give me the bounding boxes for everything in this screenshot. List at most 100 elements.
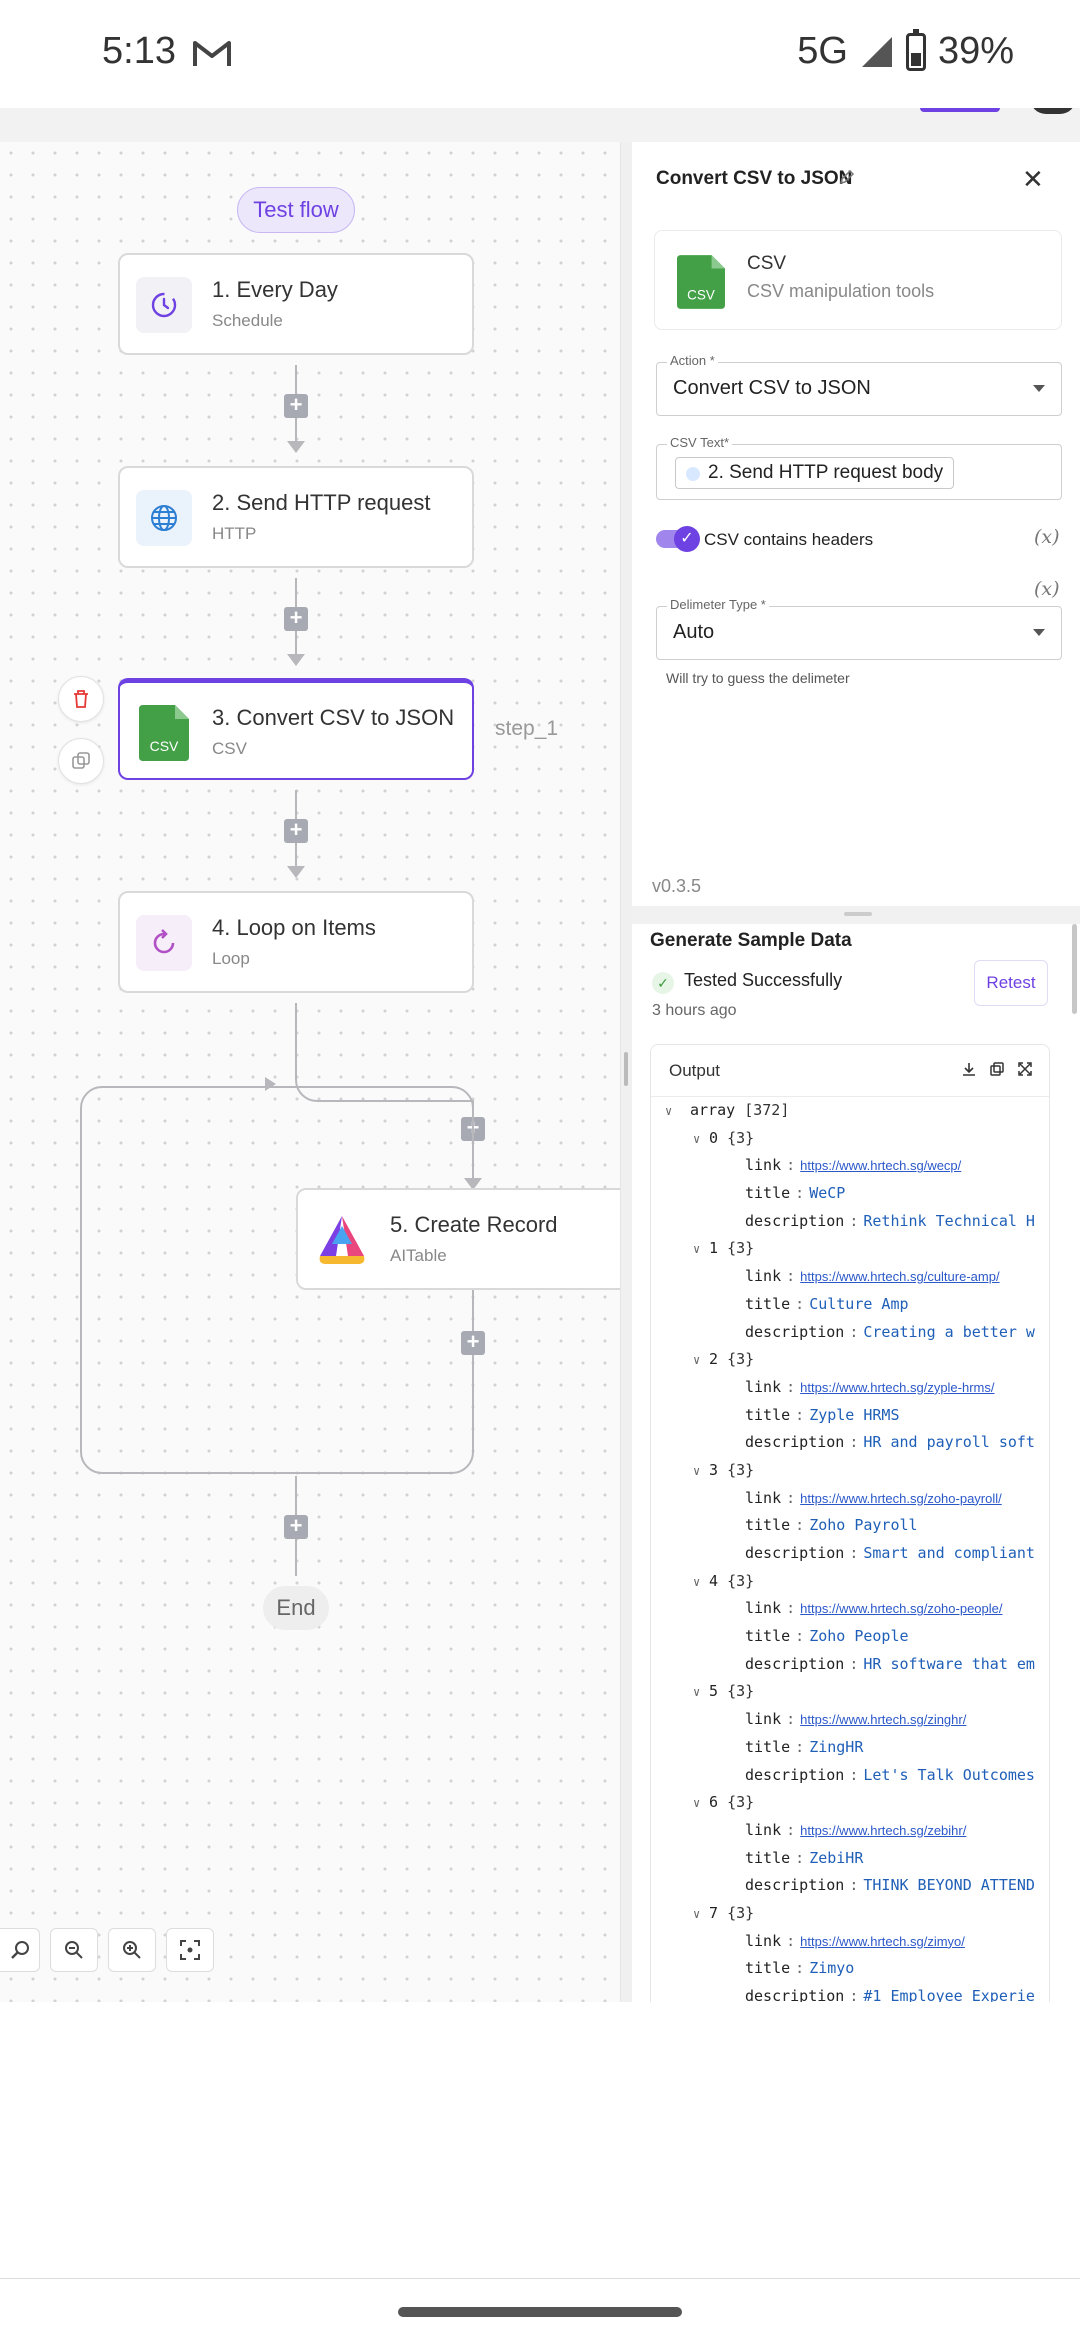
duplicate-step-button[interactable] [58,738,104,784]
flow-node-http[interactable]: 2. Send HTTP request HTTP [118,466,474,568]
tree-item[interactable]: ∨2 {3} [651,1346,1049,1374]
piece-name: CSV [747,253,787,274]
publish-button[interactable] [920,108,1000,112]
tree-colon: : [786,1710,796,1729]
tree-field-title: title:WeCP [651,1180,1049,1208]
tree-field-link[interactable]: link:https://www.hrtech.sg/zoho-payroll/ [651,1485,1049,1513]
delimiter-select[interactable]: Delimeter Type * Auto [656,597,1062,660]
data-reference-chip[interactable]: 2. Send HTTP request body [675,457,955,489]
tree-colon: : [849,1654,859,1673]
dynamic-value-toggle[interactable]: (x) [1034,526,1060,548]
panel-resize-handle[interactable] [632,906,1080,924]
add-step-button[interactable]: + [284,394,308,418]
duplicate-icon [72,752,90,769]
expand-icon[interactable] [1017,1061,1033,1077]
delete-step-button[interactable] [58,676,104,722]
tree-field-link[interactable]: link:https://www.hrtech.sg/zoho-people/ [651,1595,1049,1623]
tree-root[interactable]: ∨ array [372] [651,1097,1049,1125]
home-gesture-pill[interactable] [398,2307,682,2317]
node-title: 5. Create Record [390,1212,558,1237]
flow-node-loop[interactable]: 4. Loop on Items Loop [118,891,474,993]
copy-icon[interactable] [989,1061,1005,1077]
zoom-out-button[interactable] [50,1928,98,1972]
retest-button[interactable]: Retest [974,960,1048,1006]
tree-index: 5 [709,1682,719,1701]
action-select[interactable]: Action * Convert CSV to JSON [656,353,1062,416]
tree-field-link[interactable]: link:https://www.hrtech.sg/zinghr/ [651,1706,1049,1734]
node-title: 3. Convert CSV to JSON [212,705,455,730]
gesture-nav-bar [0,2278,1080,2340]
avatar[interactable] [1030,108,1076,114]
pencil-icon[interactable] [838,168,856,186]
tree-colon: : [849,1211,859,1230]
add-step-button[interactable]: + [284,819,308,843]
tree-key: title [745,1516,791,1535]
svg-text:CSV: CSV [150,738,179,754]
headers-toggle[interactable]: ✓ [656,526,700,552]
tree-item[interactable]: ∨1 {3} [651,1235,1049,1263]
add-step-button[interactable]: + [461,1331,485,1355]
tree-value[interactable]: https://www.hrtech.sg/wecp/ [800,1158,962,1174]
csv-text-input[interactable]: CSV Text* 2. Send HTTP request body [656,435,1062,500]
tree-value[interactable]: https://www.hrtech.sg/zimyo/ [800,1933,965,1949]
chevron-down-icon: ∨ [693,1685,701,1700]
sample-data-title: Generate Sample Data [650,930,852,951]
tree-value[interactable]: https://www.hrtech.sg/zoho-payroll/ [800,1490,1002,1506]
zoom-in-button[interactable] [108,1928,156,1972]
tree-colon: : [795,1184,805,1203]
add-step-button[interactable]: + [284,1515,308,1539]
tree-item[interactable]: ∨5 {3} [651,1678,1049,1706]
tree-field-link[interactable]: link:https://www.hrtech.sg/wecp/ [651,1152,1049,1180]
chevron-down-icon [1033,385,1045,392]
zoom-reset-button[interactable] [0,1928,40,1972]
tree-item[interactable]: ∨4 {3} [651,1568,1049,1596]
tree-field-link[interactable]: link:https://www.hrtech.sg/culture-amp/ [651,1263,1049,1291]
tree-value[interactable]: https://www.hrtech.sg/zinghr/ [800,1712,967,1728]
tree-item[interactable]: ∨3 {3} [651,1457,1049,1485]
tree-value[interactable]: https://www.hrtech.sg/zebihr/ [800,1822,967,1838]
output-viewer: Output ∨ array [372] ∨0 {3}link:https://… [650,1044,1050,2002]
tree-item[interactable]: ∨6 {3} [651,1789,1049,1817]
action-value: Convert CSV to JSON [673,377,871,399]
tree-value[interactable]: https://www.hrtech.sg/zoho-people/ [800,1601,1003,1617]
tree-value: Zoho People [809,1627,909,1646]
tree-item[interactable]: ∨0 {3} [651,1125,1049,1153]
tree-field-title: title:Zoho Payroll [651,1512,1049,1540]
flow-node-csv[interactable]: CSV 3. Convert CSV to JSON CSV [118,678,474,780]
tree-colon: : [786,1820,796,1839]
tree-field-link[interactable]: link:https://www.hrtech.sg/zyple-hrms/ [651,1374,1049,1402]
tree-key: description [745,1654,845,1673]
close-icon[interactable]: ✕ [1022,164,1044,194]
csv-file-icon: CSV [677,255,725,309]
download-icon[interactable] [961,1061,977,1077]
tree-count: {3} [727,1350,755,1369]
flow-node-trigger[interactable]: 1. Every Day Schedule [118,253,474,355]
tree-index: 2 [709,1350,719,1369]
flow-node-create-record[interactable]: 5. Create Record AITable [296,1188,620,1290]
tree-key: title [745,1959,791,1978]
output-label: Output [669,1061,721,1080]
step-settings-panel: Convert CSV to JSON ✕ CSV CSV CSV manipu… [632,142,1080,912]
tree-count: {3} [727,1460,755,1479]
canvas-resize-handle[interactable] [620,142,632,2002]
tree-item[interactable]: ∨7 {3} [651,1900,1049,1928]
tree-key: title [745,1405,791,1424]
chevron-down-icon [1033,629,1045,636]
tree-colon: : [786,1931,796,1950]
tree-key: title [745,1294,791,1313]
flow-canvas[interactable]: Test flow 1. Every Day Schedule + 2. Sen… [0,142,620,2002]
add-step-button[interactable]: + [284,607,308,631]
fit-view-button[interactable] [166,1928,214,1972]
tree-field-link[interactable]: link:https://www.hrtech.sg/zimyo/ [651,1928,1049,1956]
tree-value[interactable]: https://www.hrtech.sg/zyple-hrms/ [800,1379,995,1395]
tree-value[interactable]: https://www.hrtech.sg/culture-amp/ [800,1269,1000,1285]
tree-field-title: title:ZingHR [651,1734,1049,1762]
fit-view-icon [180,1940,200,1960]
zoom-in-icon [123,1941,141,1959]
dynamic-value-toggle[interactable]: (x) [1034,578,1060,600]
test-flow-button[interactable]: Test flow [237,187,355,233]
node-subtitle: HTTP [212,524,257,543]
tree-field-link[interactable]: link:https://www.hrtech.sg/zebihr/ [651,1817,1049,1845]
scrollbar[interactable] [1072,924,1077,1014]
chevron-down-icon: ∨ [693,1131,701,1146]
